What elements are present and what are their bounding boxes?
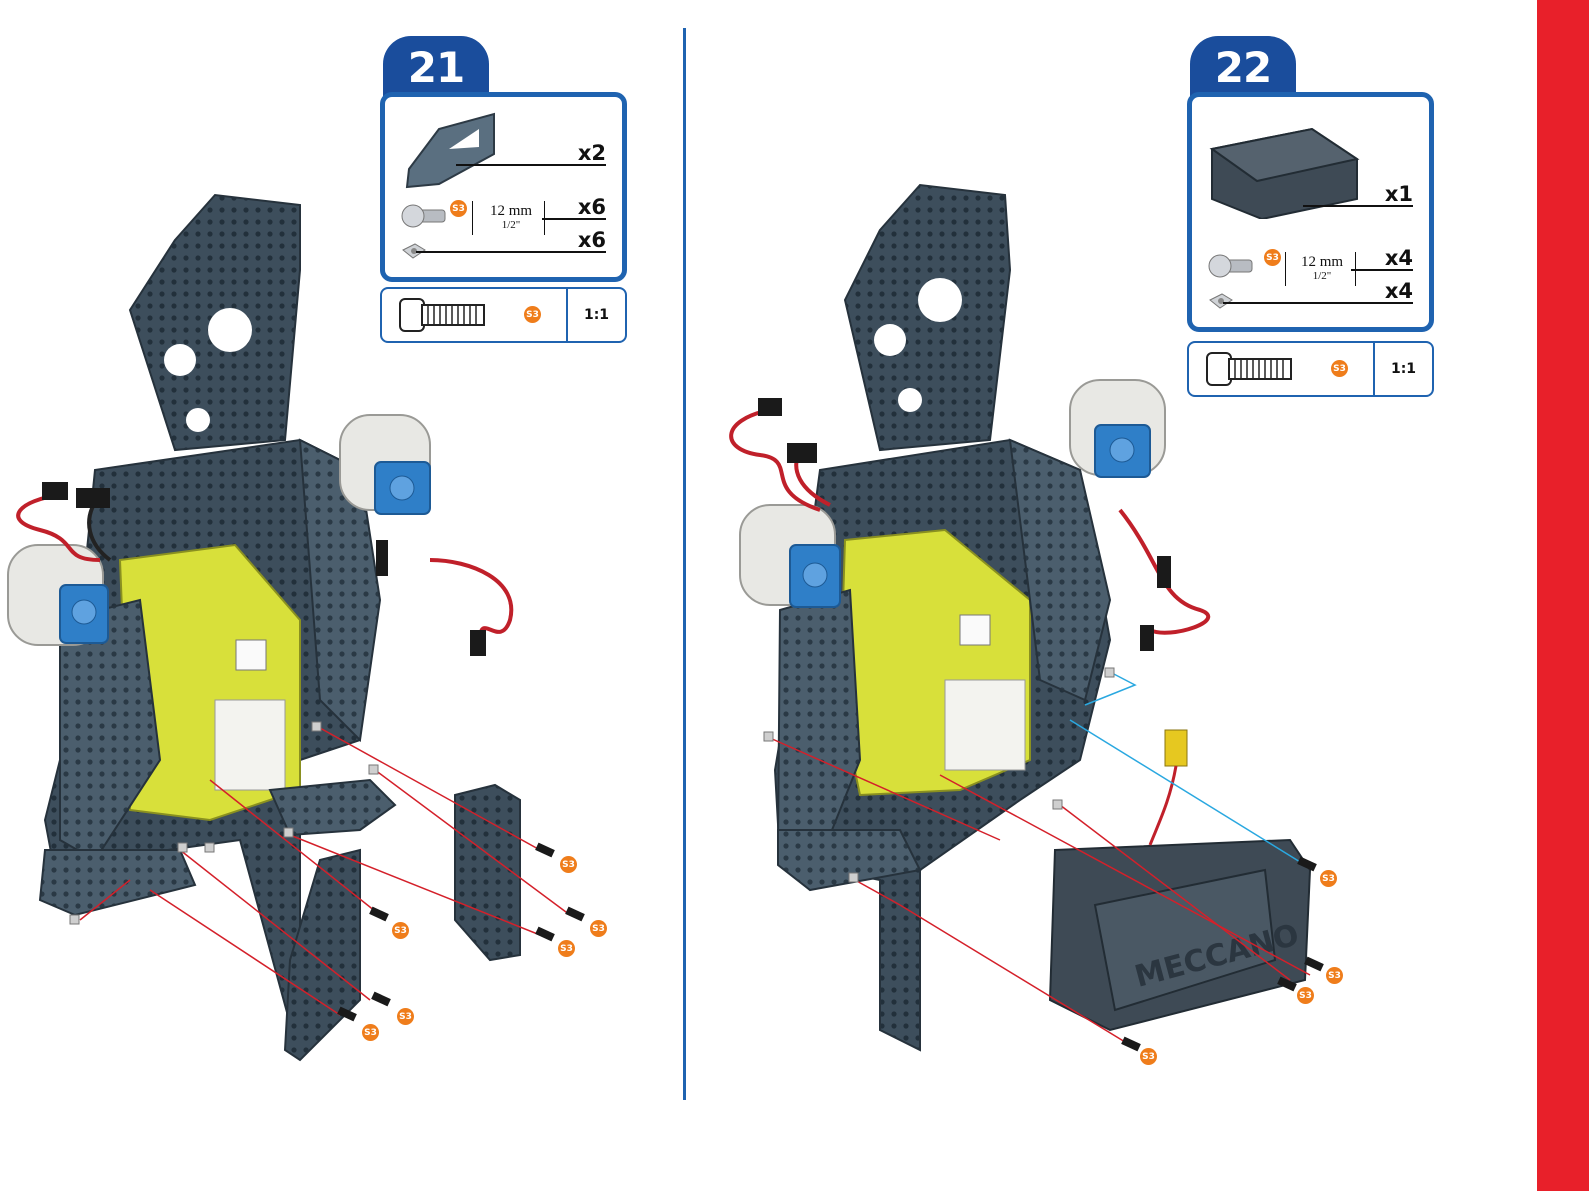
part-quantity: x2 [578,141,606,165]
s3-callout: S3 [1326,967,1343,984]
screw-code-badge: S3 [1264,249,1281,266]
screw-actual-size-icon [1205,351,1295,387]
s3-callout: S3 [362,1024,379,1041]
part-quantity: x4 [1385,279,1413,303]
screw-icon [1208,252,1256,280]
screw-actual-size-icon [398,297,488,333]
step-number-tab: 22 [1190,36,1296,98]
screw-scale-guide: S3 1:1 [380,287,627,343]
part-quantity: x1 [1385,182,1413,206]
part-quantity: x4 [1385,246,1413,270]
screw-length: 12 mm 1/2" [481,203,541,231]
bracket-plate-icon [399,109,499,189]
s3-callout: S3 [392,922,409,939]
s3-callout: S3 [1297,987,1314,1004]
scale-code-badge: S3 [524,306,541,323]
scale-code-badge: S3 [1331,360,1348,377]
parts-list-panel: x1 S3 12 mm 1/2" x4 x4 [1187,92,1434,332]
part-quantity: x6 [578,195,606,219]
scale-ratio: 1:1 [1375,343,1432,395]
s3-callout: S3 [590,920,607,937]
s3-callout: S3 [560,856,577,873]
s3-callout: S3 [558,940,575,957]
s3-callout: S3 [397,1008,414,1025]
screw-code-badge: S3 [450,200,467,217]
loose-bracket-right [455,785,520,960]
s3-callout: S3 [1140,1048,1157,1065]
scale-ratio: 1:1 [568,289,625,341]
screw-length: 12 mm 1/2" [1292,254,1352,282]
battery-box: MECCANO [1050,840,1310,1030]
s3-callout: S3 [1320,870,1337,887]
step-number-tab: 21 [383,36,489,98]
part-quantity: x6 [578,228,606,252]
screw-scale-guide: S3 1:1 [1187,341,1434,397]
screw-icon [401,202,449,230]
parts-list-panel: x2 S3 12 mm 1/2" x6 x6 [380,92,627,282]
battery-box-icon [1202,119,1362,219]
